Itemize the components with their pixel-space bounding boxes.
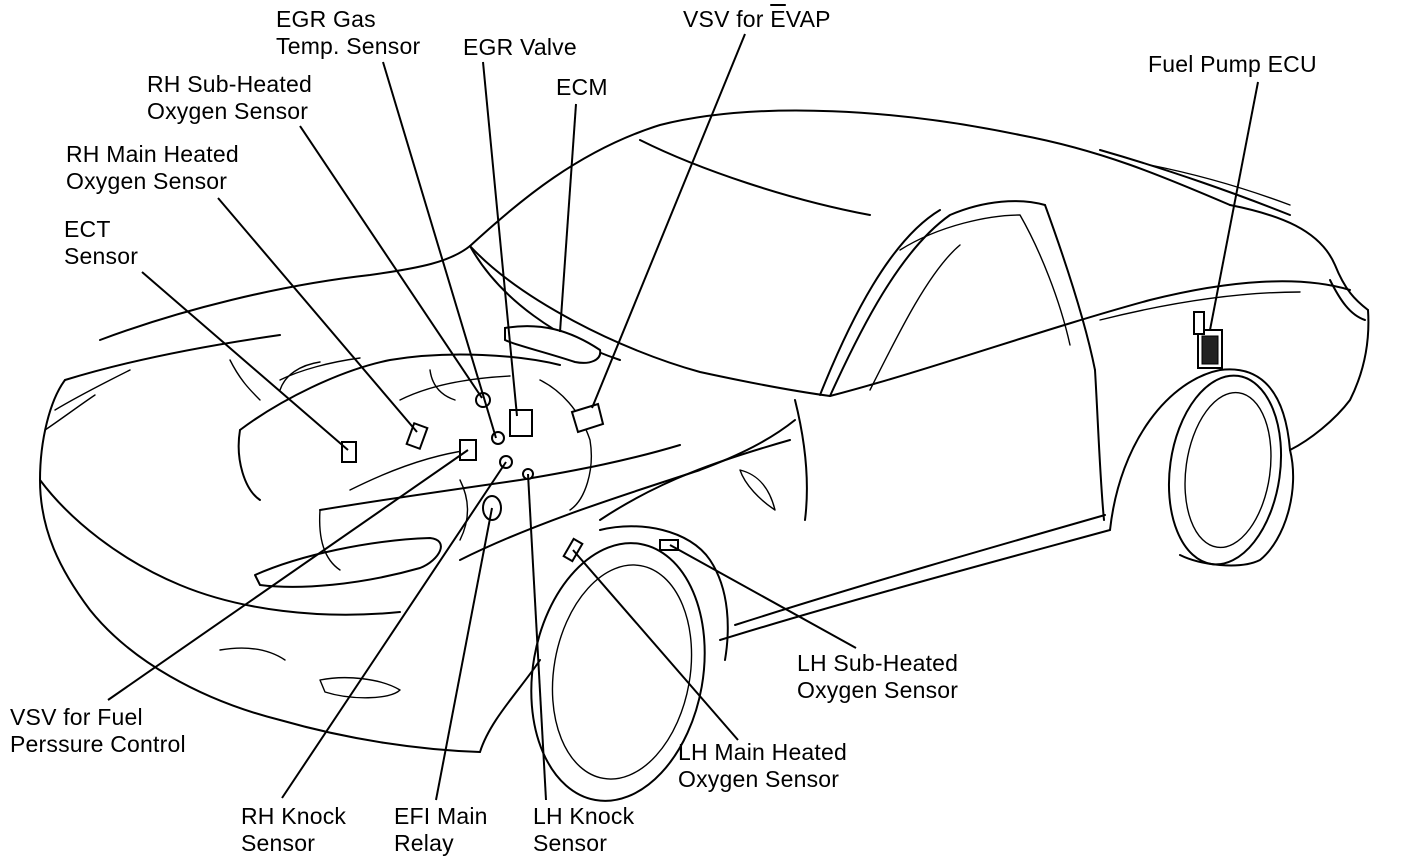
leader-lh-knock-sensor (527, 473, 547, 801)
leader-lh-sub-heated-o2 (669, 544, 857, 649)
label-line: Sensor (533, 830, 608, 856)
label-line: EGR Valve (463, 34, 577, 60)
leader-vsv-evap (591, 33, 746, 409)
leader-fuel-pump-ecu (1209, 81, 1259, 331)
label-line: ECM (556, 74, 608, 100)
label-vsv-for-fuel-pressure-control: VSV for Fuel Perssure Control (10, 704, 186, 758)
label-vsv-for-evap: VSV for EVAP (683, 6, 831, 33)
label-ecm: ECM (556, 74, 608, 101)
label-fuel-pump-ecu: Fuel Pump ECU (1148, 51, 1317, 78)
label-line: LH Sub-Heated (797, 650, 959, 676)
label-line: LH Knock (533, 803, 635, 829)
leader-rh-sub-heated-o2 (299, 125, 483, 399)
label-rh-knock-sensor: RH Knock Sensor (241, 803, 346, 857)
label-line: LH Main Heated (678, 739, 847, 765)
leader-rh-knock-sensor (281, 461, 507, 799)
label-line: EGR Gas (276, 6, 376, 32)
leader-egr-valve (482, 61, 518, 417)
label-lh-sub-heated-oxygen-sensor: LH Sub-Heated Oxygen Sensor (797, 650, 958, 704)
leader-efi-main-relay (435, 507, 493, 801)
leader-ect-sensor (141, 271, 349, 451)
label-line: Relay (394, 830, 454, 856)
label-egr-valve: EGR Valve (463, 34, 577, 61)
label-line: RH Sub-Heated (147, 71, 312, 97)
label-line: EFI Main (394, 803, 488, 829)
label-line: Sensor (241, 830, 316, 856)
label-ect-sensor: ECT Sensor (64, 216, 138, 270)
label-line: VSV for Fuel (10, 704, 143, 730)
label-lh-main-heated-oxygen-sensor: LH Main Heated Oxygen Sensor (678, 739, 847, 793)
car-body (39, 109, 1370, 802)
leader-vsv-fuel-pressure (107, 449, 469, 701)
leader-rh-main-heated-o2 (217, 197, 418, 433)
label-line: Oxygen Sensor (147, 98, 309, 124)
label-efi-main-relay: EFI Main Relay (394, 803, 488, 857)
leader-lh-main-heated-o2 (572, 549, 739, 741)
label-part: VAP (785, 6, 831, 32)
leader-lines (107, 33, 1259, 801)
label-part: VSV for (683, 6, 771, 32)
label-line: Oxygen Sensor (678, 766, 840, 792)
leader-ecm (559, 103, 577, 333)
label-line: Temp. Sensor (276, 33, 421, 59)
label-line: ECT (64, 216, 111, 242)
leader-egr-gas-temp-sensor (382, 61, 497, 439)
label-line: RH Main Heated (66, 141, 239, 167)
label-line: Fuel Pump ECU (1148, 51, 1317, 77)
label-lh-knock-sensor: LH Knock Sensor (533, 803, 634, 857)
label-line: Perssure Control (10, 731, 186, 757)
label-line: Sensor (64, 243, 139, 269)
label-rh-sub-heated-oxygen-sensor: RH Sub-Heated Oxygen Sensor (147, 71, 312, 125)
label-part-overline: E (770, 6, 786, 32)
label-line: Oxygen Sensor (797, 677, 959, 703)
label-line: RH Knock (241, 803, 347, 829)
label-line: Oxygen Sensor (66, 168, 228, 194)
label-rh-main-heated-oxygen-sensor: RH Main Heated Oxygen Sensor (66, 141, 239, 195)
label-egr-gas-temp-sensor: EGR Gas Temp. Sensor (276, 6, 420, 60)
